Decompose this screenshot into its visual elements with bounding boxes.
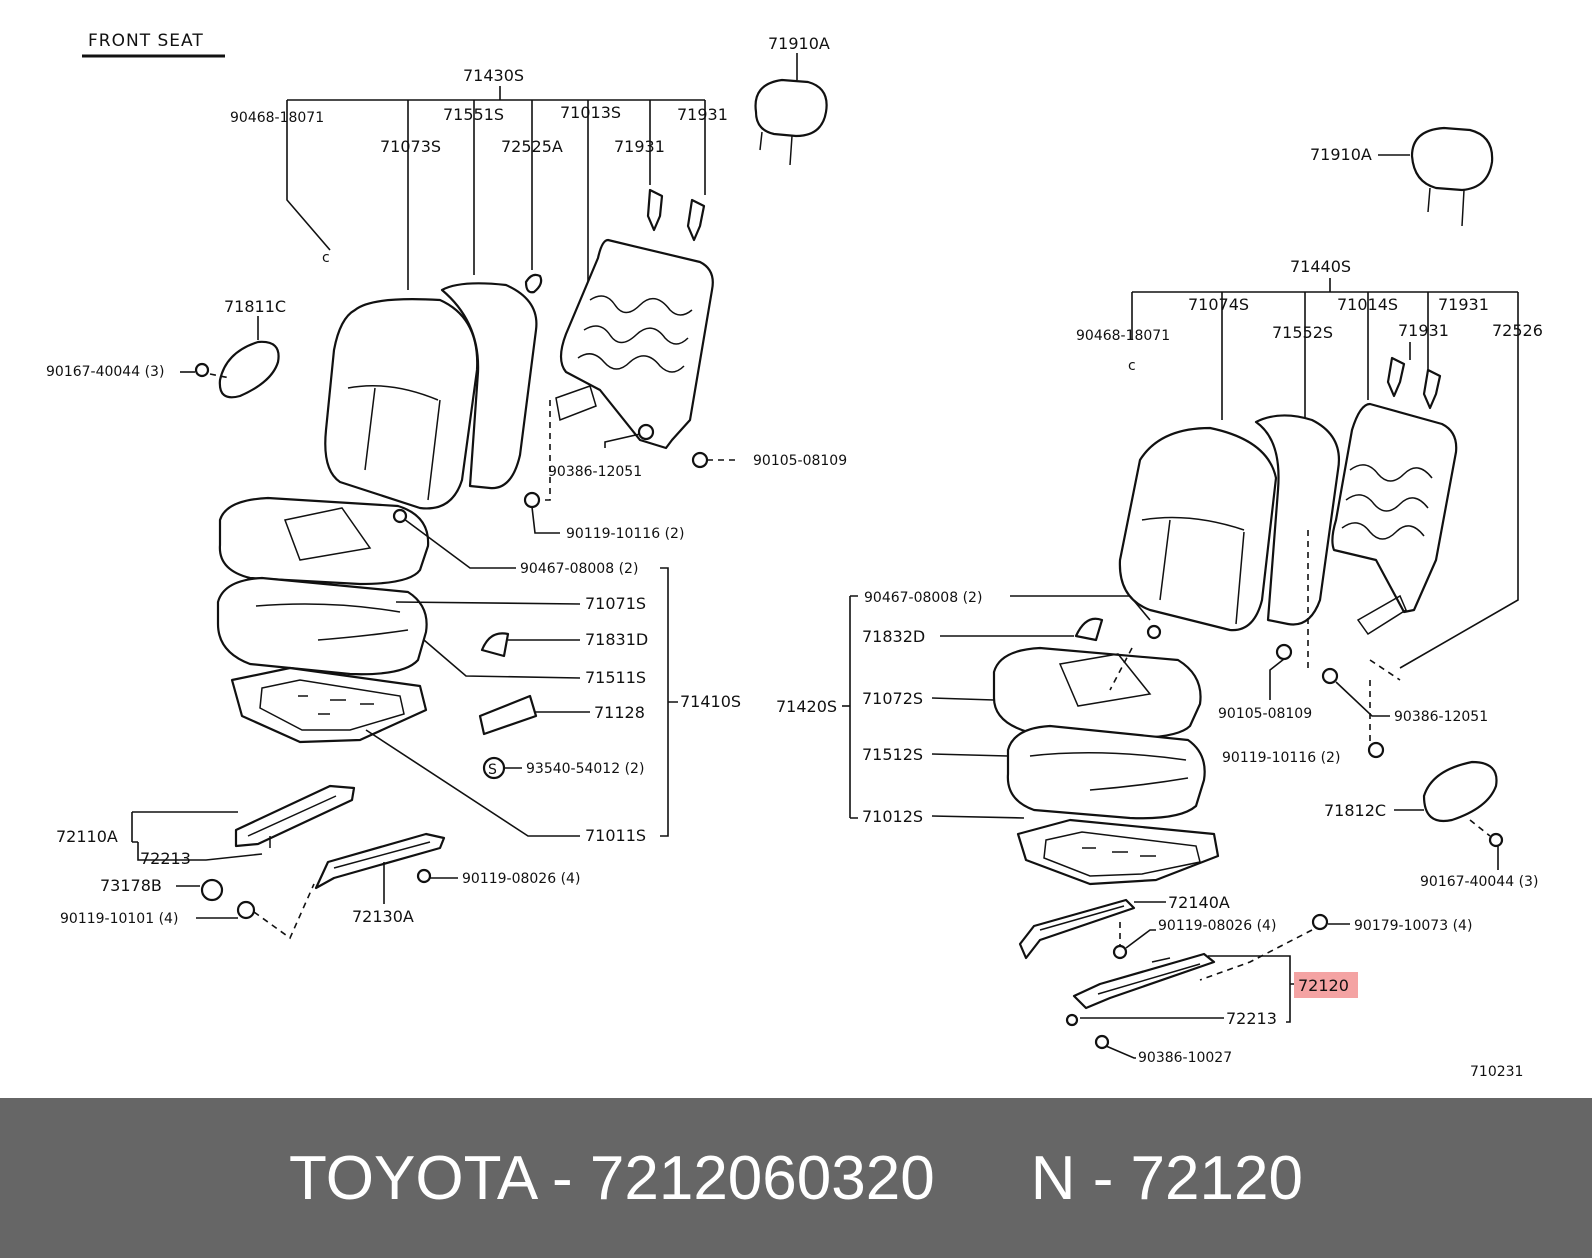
seat-cushion-pad-right bbox=[992, 646, 1202, 740]
highlight-72120 bbox=[1294, 972, 1358, 998]
label-71071s: 71071S bbox=[585, 594, 646, 613]
label-71420s: 71420S bbox=[776, 697, 837, 716]
diagram-title: FRONT SEAT bbox=[88, 31, 204, 51]
label-90167-left: 90167-40044 (3) bbox=[46, 364, 164, 380]
headrest-left bbox=[754, 78, 828, 166]
seat-exploded-diagram: FRONT SEAT 71910A 71430S 90468-18071 710… bbox=[46, 31, 1543, 1080]
panel-71128 bbox=[478, 694, 538, 736]
label-71931-a: 71931 bbox=[677, 105, 728, 124]
label-72213-left: 72213 bbox=[140, 849, 191, 868]
label-71430s: 71430S bbox=[463, 66, 524, 85]
seat-back-frame-right bbox=[1331, 402, 1458, 636]
label-71931-b: 71931 bbox=[614, 137, 665, 156]
label-71812c: 71812C bbox=[1324, 801, 1386, 820]
bolt-90105-right bbox=[1275, 643, 1293, 661]
label-90119-08026-right: 90119-08026 (4) bbox=[1158, 918, 1276, 934]
seat-back-cover-right bbox=[1118, 414, 1340, 632]
label-90386-12051-left: 90386-12051 bbox=[548, 464, 642, 480]
label-71073s: 71073S bbox=[380, 137, 441, 156]
bolt-90386-left bbox=[637, 423, 655, 441]
label-90386-10027: 90386-10027 bbox=[1138, 1050, 1232, 1066]
label-93540: 93540-54012 (2) bbox=[526, 761, 644, 777]
label-71931-c: 71931 bbox=[1438, 295, 1489, 314]
recliner-cover-right bbox=[1422, 760, 1498, 823]
label-71410s: 71410S bbox=[680, 692, 741, 711]
label-71931-d: 71931 bbox=[1398, 321, 1449, 340]
footer-bar: TOYOTA - 7212060320 N - 72120 bbox=[0, 1098, 1592, 1258]
label-71013s: 71013S bbox=[560, 103, 621, 122]
label-71128: 71128 bbox=[594, 703, 645, 722]
label-72110a: 72110A bbox=[56, 827, 118, 846]
label-71012s: 71012S bbox=[862, 807, 923, 826]
label-90468-18071-left: 90468-18071 bbox=[230, 110, 324, 126]
label-72130a: 72130A bbox=[352, 907, 414, 926]
part-number: TOYOTA - 7212060320 bbox=[289, 1143, 935, 1213]
seat-cushion-frame-left bbox=[230, 666, 428, 744]
clip-71832d bbox=[1074, 617, 1104, 642]
label-71074s: 71074S bbox=[1188, 295, 1249, 314]
label-90468-18071-right: 90468-18071 bbox=[1076, 328, 1170, 344]
label-71832d: 71832D bbox=[862, 627, 925, 646]
label-71552s: 71552S bbox=[1272, 323, 1333, 342]
label-72120: 72120 bbox=[1298, 976, 1349, 995]
label-90386-12051-right: 90386-12051 bbox=[1394, 709, 1488, 725]
seat-cushion-cover-left bbox=[216, 576, 428, 676]
label-73178b: 73178B bbox=[100, 876, 162, 895]
label-90119-10116-left: 90119-10116 (2) bbox=[566, 526, 684, 542]
label-72213-right: 72213 bbox=[1226, 1009, 1277, 1028]
seat-back-frame-left bbox=[555, 238, 714, 450]
bolt-90119-10116-right bbox=[1367, 741, 1385, 759]
label-90119-10101: 90119-10101 (4) bbox=[60, 911, 178, 927]
label-90467-right: 90467-08008 (2) bbox=[864, 590, 982, 606]
label-71014s: 71014S bbox=[1337, 295, 1398, 314]
seat-track-72130a bbox=[314, 832, 446, 890]
svg-text:c: c bbox=[1128, 358, 1136, 374]
label-90119-08026-left: 90119-08026 (4) bbox=[462, 871, 580, 887]
label-90105-08109-left: 90105-08109 bbox=[753, 453, 847, 469]
diagram-code: 710231 bbox=[1470, 1064, 1523, 1080]
label-72526: 72526 bbox=[1492, 321, 1543, 340]
clip-71931-left bbox=[646, 188, 706, 242]
seat-cushion-pad-left bbox=[218, 496, 430, 586]
label-71910a: 71910A bbox=[768, 34, 830, 53]
recliner-cover-left bbox=[218, 340, 280, 399]
clip-72525a-left bbox=[524, 273, 543, 294]
label-72140a: 72140A bbox=[1168, 893, 1230, 912]
label-71011s: 71011S bbox=[585, 826, 646, 845]
seat-cushion-cover-right bbox=[1006, 724, 1206, 820]
label-71910a-right: 71910A bbox=[1310, 145, 1372, 164]
label-71831d: 71831D bbox=[585, 630, 648, 649]
seat-track-72110a bbox=[234, 784, 356, 848]
label-90167-right: 90167-40044 (3) bbox=[1420, 874, 1538, 890]
label-71511s: 71511S bbox=[585, 668, 646, 687]
bolt-90105-left bbox=[691, 451, 709, 469]
clip-71931-right bbox=[1386, 356, 1442, 410]
seat-back-cover-left bbox=[324, 282, 538, 510]
clip-71831d bbox=[480, 632, 510, 658]
cap-73178b bbox=[200, 878, 224, 902]
bolt-90386-right bbox=[1321, 667, 1339, 685]
seat-track-72140a bbox=[1018, 898, 1136, 960]
label-71512s: 71512S bbox=[862, 745, 923, 764]
label-71440s: 71440S bbox=[1290, 257, 1351, 276]
label-71551s: 71551S bbox=[443, 105, 504, 124]
label-90467-left: 90467-08008 (2) bbox=[520, 561, 638, 577]
label-90119-10116-right: 90119-10116 (2) bbox=[1222, 750, 1340, 766]
svg-text:S: S bbox=[488, 762, 497, 778]
bolt-90119-10116-left bbox=[523, 491, 541, 509]
reference-number: N - 72120 bbox=[1030, 1143, 1303, 1213]
label-90105-08109-right: 90105-08109 bbox=[1218, 706, 1312, 722]
label-90179: 90179-10073 (4) bbox=[1354, 918, 1472, 934]
svg-text:c: c bbox=[322, 250, 330, 266]
headrest-right bbox=[1410, 126, 1494, 227]
label-71072s: 71072S bbox=[862, 689, 923, 708]
label-72525a: 72525A bbox=[501, 137, 563, 156]
seat-track-72120 bbox=[1065, 952, 1216, 1027]
seat-cushion-frame-right bbox=[1016, 818, 1220, 886]
label-71811c: 71811C bbox=[224, 297, 286, 316]
footer-text: TOYOTA - 7212060320 N - 72120 bbox=[0, 1098, 1592, 1258]
